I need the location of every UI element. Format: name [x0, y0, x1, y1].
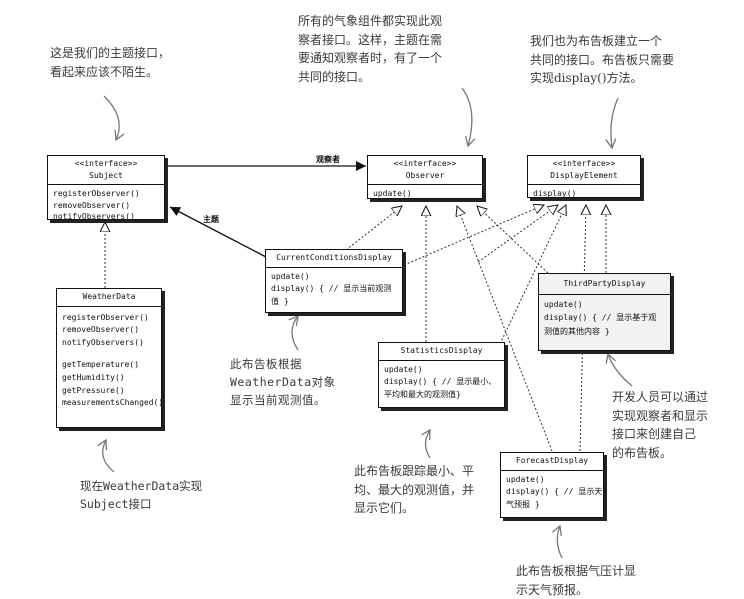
statistics-class[interactable]: StatisticsDisplay update() display() { /…: [378, 342, 505, 408]
subject-stereotype: <<interface>>: [74, 159, 138, 168]
method: update(): [384, 364, 423, 374]
display-element-interface[interactable]: <<interface>> DisplayElement display(): [527, 155, 641, 198]
display-note: 我们也为布告板建立一个 共同的接口。布告板只需要 实现display()方法。: [530, 34, 675, 86]
forecast-note: 此布告板根据气压计显 示天气预报。: [516, 564, 637, 597]
current-conditions-name: CurrentConditionsDisplay: [276, 253, 392, 262]
current-subject-association: [169, 206, 267, 258]
method: update(): [544, 299, 583, 309]
statistics-note: 此布告板跟踪最小、平 均、最大的观测值，并 显示它们。: [354, 464, 475, 516]
method: getTemperature(): [62, 359, 140, 369]
method: registerObserver(): [53, 189, 140, 199]
method: update(): [271, 271, 310, 281]
current-note-arrow: [292, 316, 298, 351]
forecast-name: ForecastDisplay: [515, 456, 589, 465]
display-element-name: DisplayElement: [550, 170, 618, 180]
method: display() { // 显示当前观测: [271, 284, 392, 294]
thirdparty-note-arrow: [608, 354, 633, 387]
subject-note: 这是我们的主题接口， 看起来应该不陌生。: [50, 46, 171, 79]
display-element-stereotype: <<interface>>: [552, 159, 616, 168]
method: notifyObservers(): [62, 338, 144, 348]
method: removeObserver(): [62, 325, 140, 335]
method: removeObserver(): [53, 200, 131, 210]
observer-name: Observer: [405, 170, 445, 180]
weatherdata-note: 现在WeatherData实现 Subject接口: [80, 479, 203, 511]
method: 测值的其他内容 }: [544, 326, 610, 336]
method: display() { // 显示天: [506, 487, 603, 497]
method: getPressure(): [62, 385, 125, 395]
observers-edge-label: 观察者: [316, 155, 340, 164]
method: 气预报 }: [506, 500, 540, 510]
forecast-note-arrow: [557, 526, 563, 559]
third-party-name: ThirdPartyDisplay: [563, 279, 646, 288]
observer-note: 所有的气象组件都实现此观 察者接口。这样，主题在需 要通知观察者时，有了一个 共…: [298, 14, 443, 84]
thirdparty-note: 开发人员可以通过 实现观察者和显示 接口来创建自己 的布告板。: [612, 390, 709, 460]
method: update(): [373, 189, 412, 199]
display-note-arrow: [611, 97, 619, 148]
weather-data-name: WeatherData: [82, 292, 136, 301]
weather-data-class[interactable]: WeatherData registerObserver() removeObs…: [56, 288, 164, 428]
current-conditions-class[interactable]: CurrentConditionsDisplay update() displa…: [265, 249, 403, 313]
subject-interface[interactable]: <<interface>> Subject registerObserver()…: [47, 155, 165, 222]
forecast-class[interactable]: ForecastDisplay update() display() { // …: [500, 452, 604, 518]
observer-stereotype: <<interface>>: [393, 159, 457, 168]
statistics-name: StatisticsDisplay: [400, 346, 483, 355]
current-implements-observer: [345, 206, 402, 251]
subject-name: Subject: [89, 170, 123, 180]
observer-note-arrow: [461, 87, 472, 146]
forecast-implements-display: [579, 205, 586, 452]
method: display() { // 显示基于观: [544, 313, 657, 323]
current-implements-display: [403, 205, 544, 266]
method: 平均和最大的观测值}: [384, 390, 461, 400]
subject-note-arrow: [103, 95, 119, 140]
third-party-class[interactable]: ThirdPartyDisplay update() display() { /…: [538, 273, 671, 351]
method-gap: [62, 350, 156, 359]
observer-interface[interactable]: <<interface>> Observer update(): [367, 155, 483, 199]
method: display(): [533, 189, 577, 199]
method: update(): [506, 474, 545, 484]
statistics-note-arrow: [426, 430, 431, 459]
current-note: 此布告板根据 WeatherData对象 显示当前观测值。: [230, 357, 336, 407]
statistics-implements-display: [499, 205, 566, 345]
weatherdata-note-arrow: [103, 440, 115, 473]
method: display() { // 显示最小、: [384, 377, 497, 387]
extra-display-link: [477, 205, 558, 263]
method: 值 }: [271, 297, 289, 307]
method: measurementsChanged(): [62, 398, 164, 408]
method: registerObserver(): [62, 312, 149, 322]
thirdparty-implements-observer: [477, 206, 549, 274]
subject-edge-label: 主题: [203, 215, 219, 224]
method: notifyObservers(): [53, 212, 135, 222]
method: getHumidity(): [62, 372, 125, 382]
